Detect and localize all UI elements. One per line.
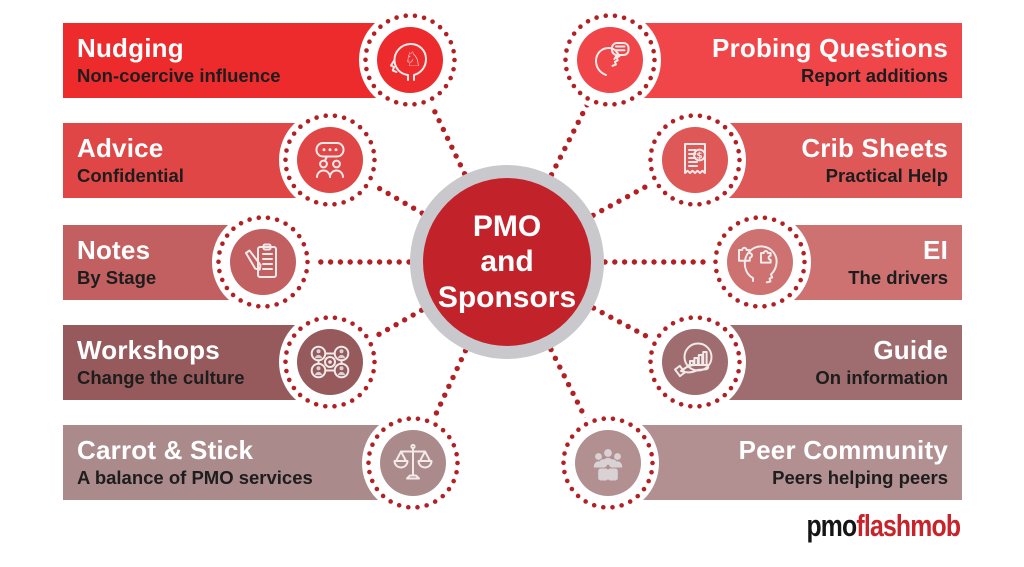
receipt-dollar-icon: $ <box>644 109 746 211</box>
title-advice: Advice <box>77 133 164 164</box>
subtitle-ei: The drivers <box>848 267 948 289</box>
hub-title-line2: and <box>480 245 534 279</box>
title-carrot-stick: Carrot & Stick <box>77 435 254 466</box>
title-crib-sheets: Crib Sheets <box>801 133 948 164</box>
bar-nudging: Nudging Non-coercive influence <box>63 23 422 98</box>
title-nudging: Nudging <box>77 33 184 64</box>
head-puzzle-icon <box>709 211 811 313</box>
head-chess-knight-icon: ♘ <box>359 9 461 111</box>
subtitle-advice: Confidential <box>77 165 184 187</box>
title-probing-questions: Probing Questions <box>712 33 948 64</box>
hub-circle: PMO and Sponsors <box>410 165 604 359</box>
hub-inner-circle: PMO and Sponsors <box>423 178 591 346</box>
talking-face-bubble-icon <box>559 9 661 111</box>
subtitle-probing-questions: Report additions <box>801 65 948 87</box>
hand-chart-icon <box>644 311 746 413</box>
logo-flashmob-text: flashmob <box>856 508 961 543</box>
bar-peer-community: Peer Community Peers helping peers <box>596 425 962 500</box>
logo-pmo-text: pmo <box>806 508 857 543</box>
title-guide: Guide <box>873 335 948 366</box>
subtitle-carrot-stick: A balance of PMO services <box>77 467 313 489</box>
svg-text:$: $ <box>696 152 702 162</box>
subtitle-nudging: Non-coercive influence <box>77 65 281 87</box>
balance-scales-icon <box>362 412 464 514</box>
team-network-icon <box>279 311 381 413</box>
speech-bubble-people-icon <box>279 109 381 211</box>
clipboard-pencil-icon <box>212 211 314 313</box>
subtitle-peer-community: Peers helping peers <box>772 467 948 489</box>
title-peer-community: Peer Community <box>738 435 948 466</box>
pmoflashmob-logo: pmoflashmob <box>806 508 961 544</box>
subtitle-crib-sheets: Practical Help <box>825 165 948 187</box>
title-notes: Notes <box>77 235 151 266</box>
subtitle-notes: By Stage <box>77 267 157 289</box>
people-group-icon <box>557 412 659 514</box>
title-ei: EI <box>923 235 948 266</box>
hub-title-line3: Sponsors <box>437 280 577 314</box>
svg-text:♘: ♘ <box>404 47 422 71</box>
title-workshops: Workshops <box>77 335 220 366</box>
subtitle-guide: On information <box>815 367 948 389</box>
subtitle-workshops: Change the culture <box>77 367 245 389</box>
hub-title-line1: PMO <box>472 210 542 244</box>
